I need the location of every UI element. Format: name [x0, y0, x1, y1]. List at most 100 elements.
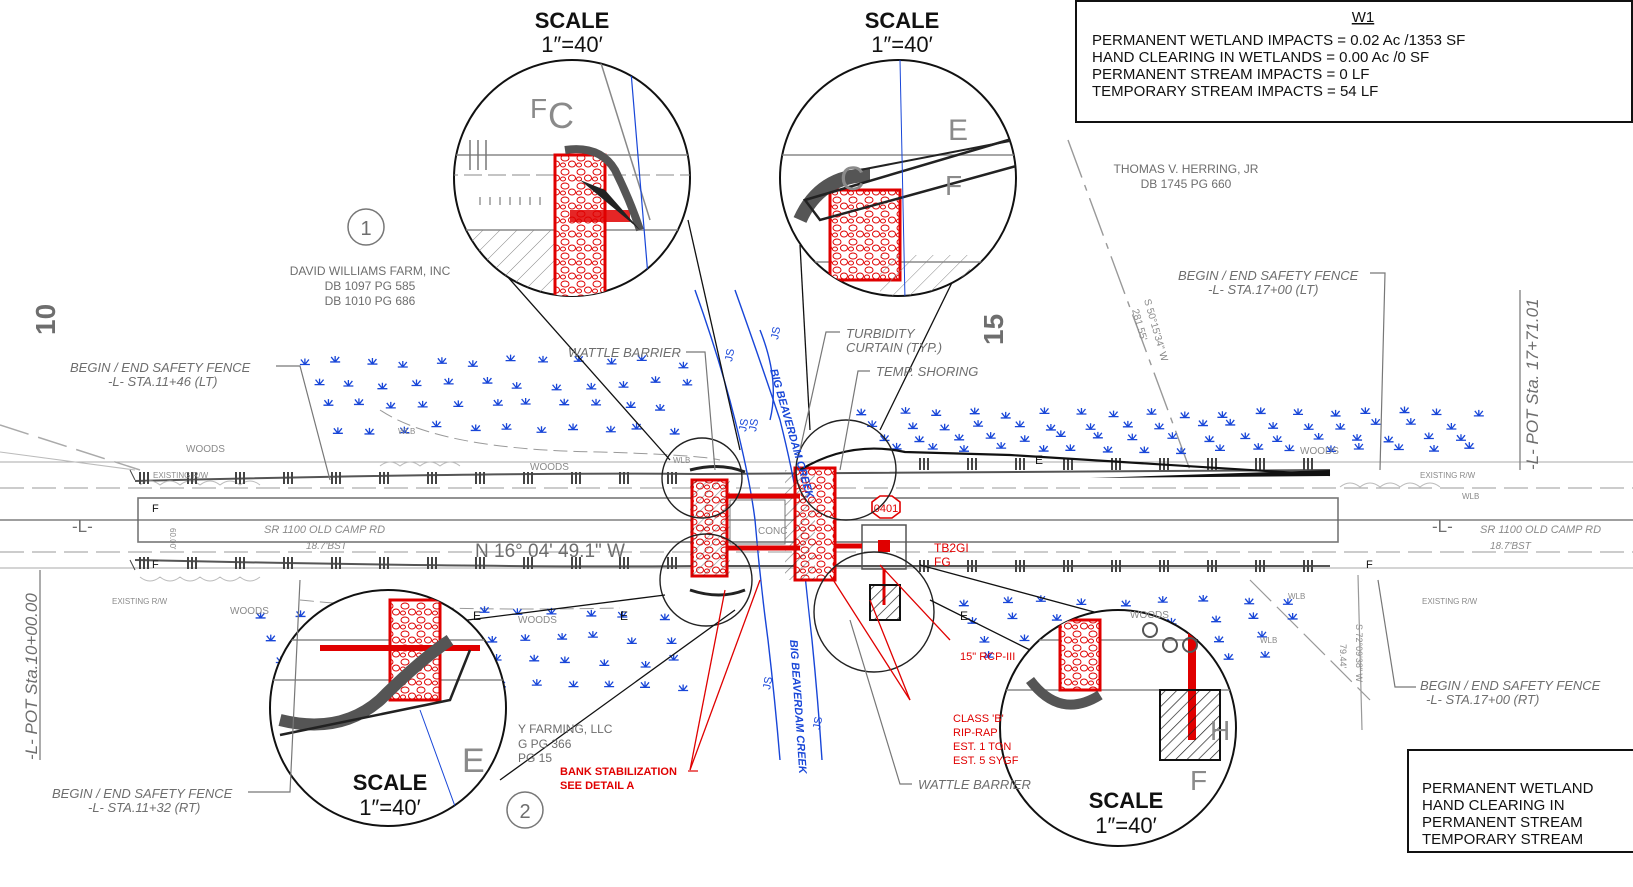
wetland-mark — [931, 409, 942, 416]
row-br: EXISTING R/W — [1422, 597, 1478, 606]
wetland-mark — [295, 610, 306, 618]
wetland-mark — [959, 445, 970, 452]
wetland-mark — [979, 635, 990, 643]
wetland-mark — [353, 398, 364, 406]
js-2: JS — [769, 326, 783, 341]
fence-post — [139, 557, 149, 569]
station-10: 10 — [30, 304, 61, 335]
wetland-mark — [492, 399, 503, 406]
wetland-mark — [1431, 408, 1442, 416]
impact-row-3: PERMANENT STREAM IMPACTS = 0 LF — [1092, 66, 1369, 83]
wetland-mark — [299, 358, 310, 366]
wetland-mark — [1179, 411, 1190, 419]
road-linework — [0, 139, 1633, 760]
fence-bl-1: BEGIN / END SAFETY FENCE — [52, 786, 233, 801]
wetland-mark — [1019, 435, 1030, 442]
callout-riprap-1: CLASS 'B' — [953, 713, 1004, 725]
fence-post — [667, 472, 677, 484]
alignment-left: -L- — [72, 517, 93, 536]
fence-post — [379, 557, 389, 569]
wetland-mark — [323, 399, 334, 406]
fence-post — [1303, 458, 1313, 470]
fence-br-2: -L- STA.17+00 (RT) — [1426, 692, 1539, 707]
parcel-2-deed-1: G PG 366 — [518, 737, 572, 751]
parcel-3-owner: THOMAS V. HERRING, JR — [1114, 162, 1259, 176]
wetland-mark — [669, 427, 680, 435]
wetland-mark — [617, 611, 628, 618]
wetland-mark — [1217, 411, 1228, 418]
wetland-mark — [1065, 444, 1076, 451]
svg-text:F: F — [1190, 765, 1207, 796]
wetland-mark — [682, 378, 693, 386]
wetland-mark — [631, 422, 642, 430]
detail-markers — [659, 419, 935, 673]
wetland-mark — [397, 361, 408, 368]
woods-1: WOODS — [186, 444, 225, 455]
wetland-mark — [1455, 434, 1466, 441]
wetland-mark — [1051, 614, 1062, 621]
wetland-mark — [1038, 445, 1049, 452]
wetland-mark — [467, 360, 478, 367]
wetland-mark — [1256, 630, 1267, 638]
wetland-mark — [1019, 634, 1030, 642]
wetland-mark — [587, 631, 598, 638]
wetland-mark — [1225, 418, 1236, 426]
wetland-mark — [1146, 408, 1157, 415]
wlb-4: WLB — [1288, 592, 1305, 601]
js-6: JS — [811, 716, 825, 731]
structure-fg: FG — [934, 555, 951, 569]
callout-turbidity-1: TURBIDITY — [846, 326, 916, 341]
fence-post — [1303, 560, 1313, 572]
fence-f-3: F — [1366, 559, 1373, 571]
wetland-mark — [1176, 447, 1187, 455]
wetland-mark — [265, 634, 276, 642]
parcel-1-deed-1: DB 1097 PG 585 — [325, 279, 416, 293]
fence-post — [1159, 560, 1169, 572]
wetland-mark — [1446, 422, 1457, 430]
wetland-mark — [501, 423, 512, 430]
e-mark-2: E — [620, 609, 628, 623]
detail-circle-2: E F C — [779, 59, 1017, 297]
wetland-mark — [377, 382, 388, 390]
wetland-mark — [640, 660, 651, 668]
road-width: 60.00' — [168, 528, 177, 550]
wetland-mark — [1039, 407, 1050, 415]
fence-post — [475, 472, 485, 484]
fence-post — [571, 557, 581, 569]
detail-c-label: C — [548, 95, 574, 136]
partial-row-1: PERMANENT WETLAND — [1422, 780, 1594, 797]
wetland-mark — [655, 404, 666, 411]
wetland-mark — [1293, 408, 1304, 416]
wetland-mark — [531, 679, 542, 686]
wetland-mark — [1000, 411, 1011, 419]
fence-post — [283, 472, 293, 484]
wetland-mark — [1198, 594, 1209, 602]
wetland-mark — [668, 654, 679, 661]
callout-turbidity-2: CURTAIN (TYP.) — [846, 340, 942, 355]
wetland-mark — [1102, 445, 1113, 453]
wetland-mark — [939, 423, 950, 431]
impact-table-partial: PERMANENT WETLAND HAND CLEARING IN PERMA… — [1407, 749, 1633, 853]
woods-6: WOODS — [1130, 610, 1169, 621]
js-3: JS — [747, 418, 761, 433]
wetland-mark — [399, 426, 410, 434]
woods-2: WOODS — [530, 462, 569, 473]
wetland-mark — [659, 613, 670, 621]
scale-label-4: SCALE — [1089, 788, 1164, 813]
wetland-mark — [330, 355, 341, 363]
impact-row-4: TEMPORARY STREAM IMPACTS = 54 LF — [1092, 83, 1378, 100]
fence-post — [187, 472, 197, 484]
wetland-mark — [967, 617, 978, 624]
pot-start: -L- POT Sta.10+00.00 — [22, 593, 41, 760]
road-name-right: SR 1100 OLD CAMP RD — [1480, 524, 1601, 536]
wetland-mark — [417, 400, 428, 408]
wetland-mark — [559, 398, 570, 406]
surface-left: 18.7'BST — [306, 541, 348, 552]
wetland-mark — [1092, 431, 1103, 439]
wetland-mark — [605, 425, 616, 433]
fence-post — [1015, 560, 1025, 572]
wetland-mark — [625, 401, 636, 408]
fence-post — [1255, 560, 1265, 572]
wetland-mark — [626, 637, 637, 645]
red-leaders — [689, 564, 951, 771]
